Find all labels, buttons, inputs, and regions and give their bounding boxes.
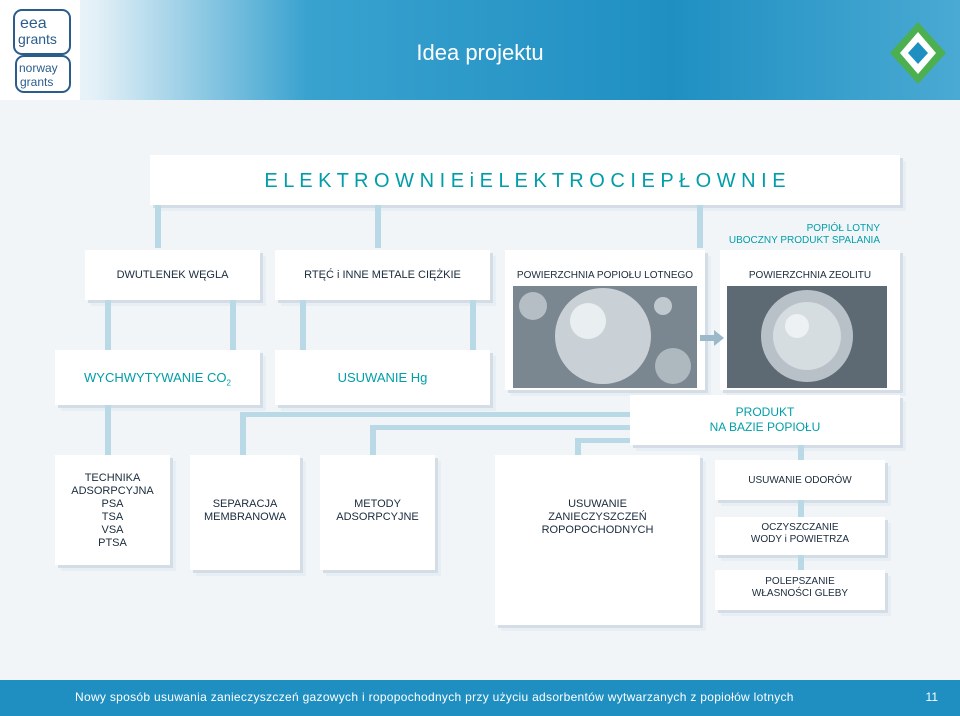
hg-panel bbox=[275, 250, 490, 300]
top-banner-text: E L E K T R O W N I E i E L E K T R O C … bbox=[264, 170, 786, 192]
byproduct-line1: POPIÓŁ LOTNY bbox=[806, 223, 880, 234]
diamond-logo-icon bbox=[890, 22, 946, 84]
oczyszczanie-line2: WODY i POWIETRZA bbox=[750, 534, 850, 545]
metody-line2: ADSORPCYJNE bbox=[336, 511, 419, 523]
usuwanie-line2: ZANIECZYSZCZEŃ bbox=[548, 511, 647, 523]
technika-line2: ADSORPCYJNA bbox=[71, 485, 154, 497]
pipe-product-h3 bbox=[575, 438, 630, 443]
usuwanie-line3: ROPOPOCHODNYCH bbox=[541, 524, 654, 536]
pipe-co2 bbox=[155, 205, 161, 248]
zeolite-label: POWIERZCHNIA ZEOLITU bbox=[748, 270, 872, 281]
metody-line1: METODY bbox=[354, 498, 401, 510]
technika-psa: PSA bbox=[101, 498, 124, 510]
fly-ash-micrograph-image bbox=[513, 286, 697, 388]
oczyszczanie-line1: OCZYSZCZANIE bbox=[761, 522, 839, 533]
product-label: PRODUKT NA BAZIE POPIOŁU bbox=[630, 405, 900, 435]
hg-label: RTĘĆ i INNE METALE CIĘŻKIE bbox=[304, 269, 461, 281]
technika-label: TECHNIKA ADSORPCYJNA PSA TSA VSA PTSA bbox=[55, 472, 170, 550]
byproduct-note: POPIÓŁ LOTNY UBOCZNY PRODUKT SPALANIA bbox=[700, 223, 880, 247]
zeolite-micrograph-image bbox=[727, 286, 887, 388]
capture-co2-sub: 2 bbox=[226, 378, 231, 388]
odory-label: USUWANIE ODORÓW bbox=[748, 475, 852, 486]
capture-co2-label: WYCHWYTYWANIE CO2 bbox=[55, 370, 260, 391]
product-line1: PRODUKT bbox=[735, 405, 795, 419]
header-bar bbox=[0, 0, 960, 100]
product-line2: NA BAZIE POPIOŁU bbox=[709, 420, 821, 434]
odory-panel bbox=[715, 460, 885, 500]
pipe-usuwanie bbox=[575, 438, 581, 455]
pipe-odory-oczyszczanie bbox=[798, 500, 804, 517]
separacja-label: SEPARACJA MEMBRANOWA bbox=[190, 498, 300, 524]
remove-hg-label: USUWANIE Hg bbox=[337, 370, 428, 385]
pipe-hg-down bbox=[300, 300, 306, 350]
polepszanie-line2: WŁASNOŚCI GLEBY bbox=[751, 588, 849, 599]
polepszanie-panel bbox=[715, 570, 885, 610]
metody-label: METODY ADSORPCYJNE bbox=[320, 498, 435, 524]
eea-grants-logo: eea grants bbox=[13, 9, 71, 55]
technika-panel bbox=[55, 455, 170, 565]
arrow-right-icon bbox=[700, 330, 724, 346]
oczyszczanie-label: OCZYSZCZANIE WODY i POWIETRZA bbox=[715, 522, 885, 546]
pipe-zeolite bbox=[697, 205, 703, 248]
separacja-panel bbox=[190, 455, 300, 570]
usuwanie-line1: USUWANIE bbox=[568, 498, 627, 510]
pipe-co2-down bbox=[105, 300, 111, 350]
usuwanie-panel bbox=[495, 455, 700, 625]
svg-text:eea: eea bbox=[20, 15, 47, 32]
co2-label: DWUTLENEK WĘGLA bbox=[116, 269, 229, 281]
footer-text: Nowy sposób usuwania zanieczyszczeń gazo… bbox=[75, 690, 794, 704]
pipe-metody bbox=[370, 425, 376, 455]
capture-co2-panel bbox=[55, 350, 260, 405]
usuwanie-label: USUWANIE ZANIECZYSZCZEŃ ROPOPOCHODNYCH bbox=[495, 498, 700, 537]
capture-co2-main: WYCHWYTYWANIE CO bbox=[84, 370, 227, 385]
technika-line1: TECHNIKA bbox=[84, 472, 141, 484]
pipe-oczyszczanie-polepszanie bbox=[798, 555, 804, 570]
pipe-product-h1 bbox=[240, 412, 630, 417]
page-title: Idea projektu bbox=[416, 40, 544, 65]
oczyszczanie-panel bbox=[715, 517, 885, 555]
top-banner bbox=[150, 155, 900, 205]
pipe-hg bbox=[375, 205, 381, 248]
separacja-line1: SEPARACJA bbox=[212, 498, 278, 510]
page-number: 11 bbox=[925, 690, 938, 704]
pipe-hg-down2 bbox=[470, 300, 476, 350]
svg-text:grants: grants bbox=[20, 75, 53, 89]
pipe-odory bbox=[798, 445, 804, 460]
pipe-product-h2 bbox=[370, 425, 630, 430]
technika-tsa: TSA bbox=[101, 511, 124, 523]
svg-text:grants: grants bbox=[18, 31, 57, 47]
pipe-co2-down2 bbox=[230, 300, 236, 350]
pipe-technika bbox=[105, 405, 111, 455]
separacja-line2: MEMBRANOWA bbox=[203, 511, 287, 523]
metody-panel bbox=[320, 455, 435, 570]
remove-hg-panel bbox=[275, 350, 490, 405]
svg-text:norway: norway bbox=[19, 61, 58, 75]
norway-grants-logo: norway grants bbox=[15, 55, 71, 93]
polepszanie-label: POLEPSZANIE WŁASNOŚCI GLEBY bbox=[715, 576, 885, 600]
product-panel bbox=[630, 395, 900, 445]
byproduct-line2: UBOCZNY PRODUKT SPALANIA bbox=[728, 235, 880, 246]
fly-ash-label: POWIERZCHNIA POPIOŁU LOTNEGO bbox=[516, 270, 694, 281]
pipe-separacja bbox=[240, 412, 246, 455]
polepszanie-line1: POLEPSZANIE bbox=[765, 576, 835, 587]
technika-vsa: VSA bbox=[101, 524, 124, 536]
technika-ptsa: PTSA bbox=[98, 537, 127, 549]
co2-panel bbox=[85, 250, 260, 300]
footer-bar bbox=[0, 680, 960, 716]
